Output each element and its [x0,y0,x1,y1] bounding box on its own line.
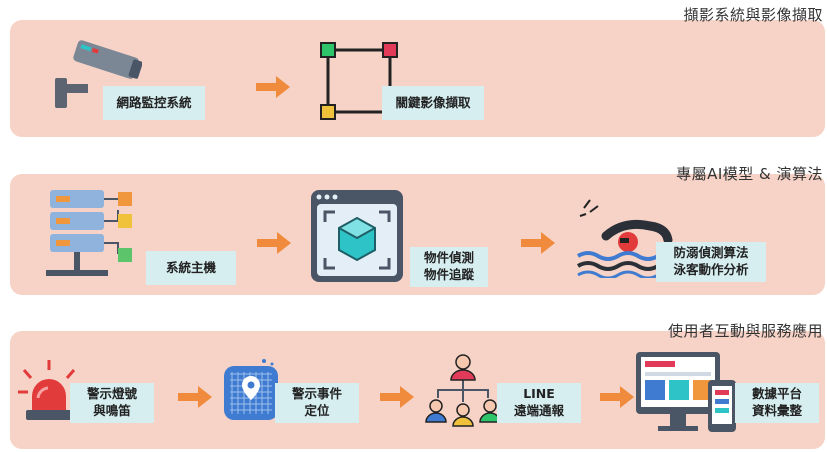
object-detection-icon [311,190,403,282]
section-title-service: 使用者互動與服務應用 [667,322,823,340]
section-title-capture: 擷影系統與影像擷取 [683,6,823,24]
dashboard-devices-icon [636,352,736,432]
label-line: 泳客動作分析 [673,262,749,277]
network-monitoring-label: 網路監控系統 [103,86,205,120]
drowning-detection-label: 防溺偵測算法 泳客動作分析 [656,242,766,282]
system-host-label: 系統主機 [146,251,236,285]
label-line: 警示燈號 [86,386,137,402]
label-line: 系統主機 [165,259,216,275]
server-icon [46,190,132,276]
security-camera-icon [55,40,142,108]
label-line: 物件追蹤 [423,267,474,282]
label-line: 警示事件 [291,386,342,402]
flow-arrow [600,386,634,408]
object-detection-tracking-label: 物件偵測 物件追蹤 [410,247,488,287]
label-line: 關鍵影像擷取 [395,94,471,110]
warning-light-siren-label: 警示燈號 與鳴笛 [70,383,154,423]
label-line: 防溺偵測算法 [673,245,749,261]
label-line: 與鳴笛 [93,403,131,418]
line-remote-notify-label: LINE 遠端通報 [497,383,581,423]
section-title-ai: 專屬AI模型 & 演算法 [676,165,823,183]
label-line: 遠端通報 [513,403,564,418]
data-platform-label: 數據平台 資料彙整 [735,383,819,423]
label-line: 定位 [304,403,330,418]
label-line: LINE [523,386,555,402]
event-location-label: 警示事件 定位 [275,383,359,423]
flow-arrow [257,232,291,254]
flow-arrow [178,386,212,408]
label-line: 數據平台 [751,386,802,402]
label-line: 物件偵測 [423,250,474,266]
flow-arrow [380,386,414,408]
swimmer-icon [576,199,674,278]
label-line: 資料彙整 [751,403,802,418]
label-line: 網路監控系統 [116,94,192,110]
people-network-icon [425,354,501,427]
key-image-capture-label: 關鍵影像擷取 [382,86,484,120]
flow-arrow [521,232,555,254]
siren-icon [18,360,80,420]
flow-arrow [256,76,290,98]
location-map-icon [224,359,278,420]
